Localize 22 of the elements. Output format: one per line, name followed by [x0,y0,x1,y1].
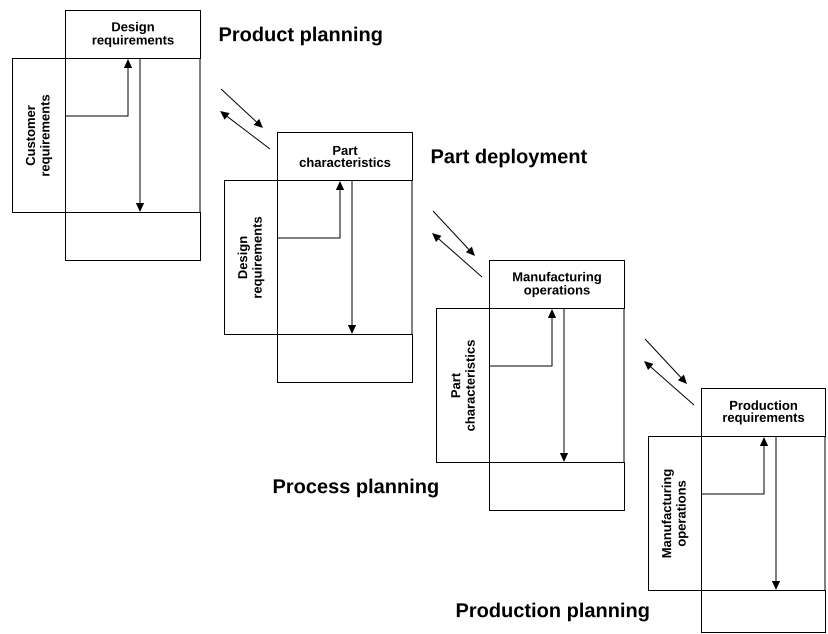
header-box: Manufacturing operations [489,260,625,309]
header-box: Production requirements [701,388,826,437]
section-title: Product planning [220,26,382,46]
arrow [644,361,694,406]
bottom-box [277,334,413,383]
header-box: Part characteristics [277,132,413,181]
header-box: Design requirements [65,10,201,59]
section-title: Process planning [274,478,438,498]
row-header-box: Manufacturing operations [648,436,702,591]
arrow [220,88,263,128]
section-title: Part deployment [432,148,587,168]
section-title: Production planning [456,602,649,622]
row-header-box: Customer requirements [12,58,66,213]
bottom-box [65,212,201,261]
arrow [432,233,482,278]
bottom-box [701,590,826,633]
row-header-box: Design requirements [224,180,278,335]
arrow [432,210,475,256]
row-header-box: Part characteristics [436,308,490,463]
bottom-box [489,462,625,511]
arrow [220,111,270,150]
arrow [644,338,687,384]
